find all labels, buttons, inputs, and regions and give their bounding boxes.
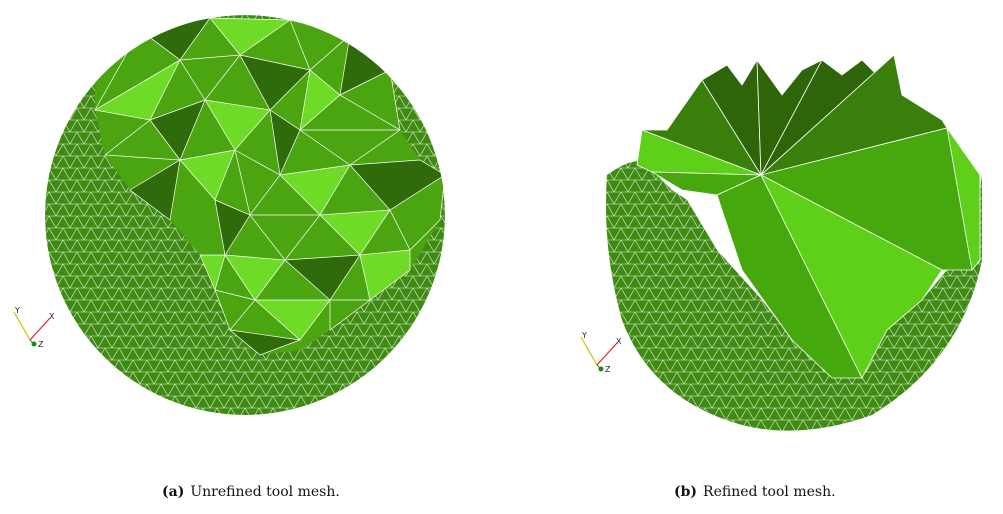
caption-b-text: Refined tool mesh. [703,484,836,500]
unrefined-mesh-render: Y X Z [13,15,445,415]
sphere-shell [45,15,445,415]
panel-unrefined: Y X Z (a) Unrefined tool mesh. [0,0,501,514]
axis-triad: Y X Z [580,331,622,374]
panel-refined: Y X Z (b) Refined tool mesh. [502,0,1003,514]
axis-z-label: Z [38,340,44,349]
caption-b: (b) Refined tool mesh. [674,484,836,500]
caption-a: (a) Unrefined tool mesh. [162,484,340,500]
sphere-shell [606,161,982,431]
axis-y-label: Y [581,331,587,340]
caption-a-tag: (a) [162,484,185,500]
axis-x-label: X [616,337,622,346]
caption-a-text: Unrefined tool mesh. [190,484,340,500]
refined-mesh-render: Y X Z [580,54,982,431]
axis-triad: Y X Z [13,306,55,349]
refined-fan [636,54,981,379]
axis-y-label: Y [14,306,20,315]
axis-x-label: X [49,312,55,321]
caption-b-tag: (b) [674,484,698,500]
axis-z-label: Z [605,365,611,374]
